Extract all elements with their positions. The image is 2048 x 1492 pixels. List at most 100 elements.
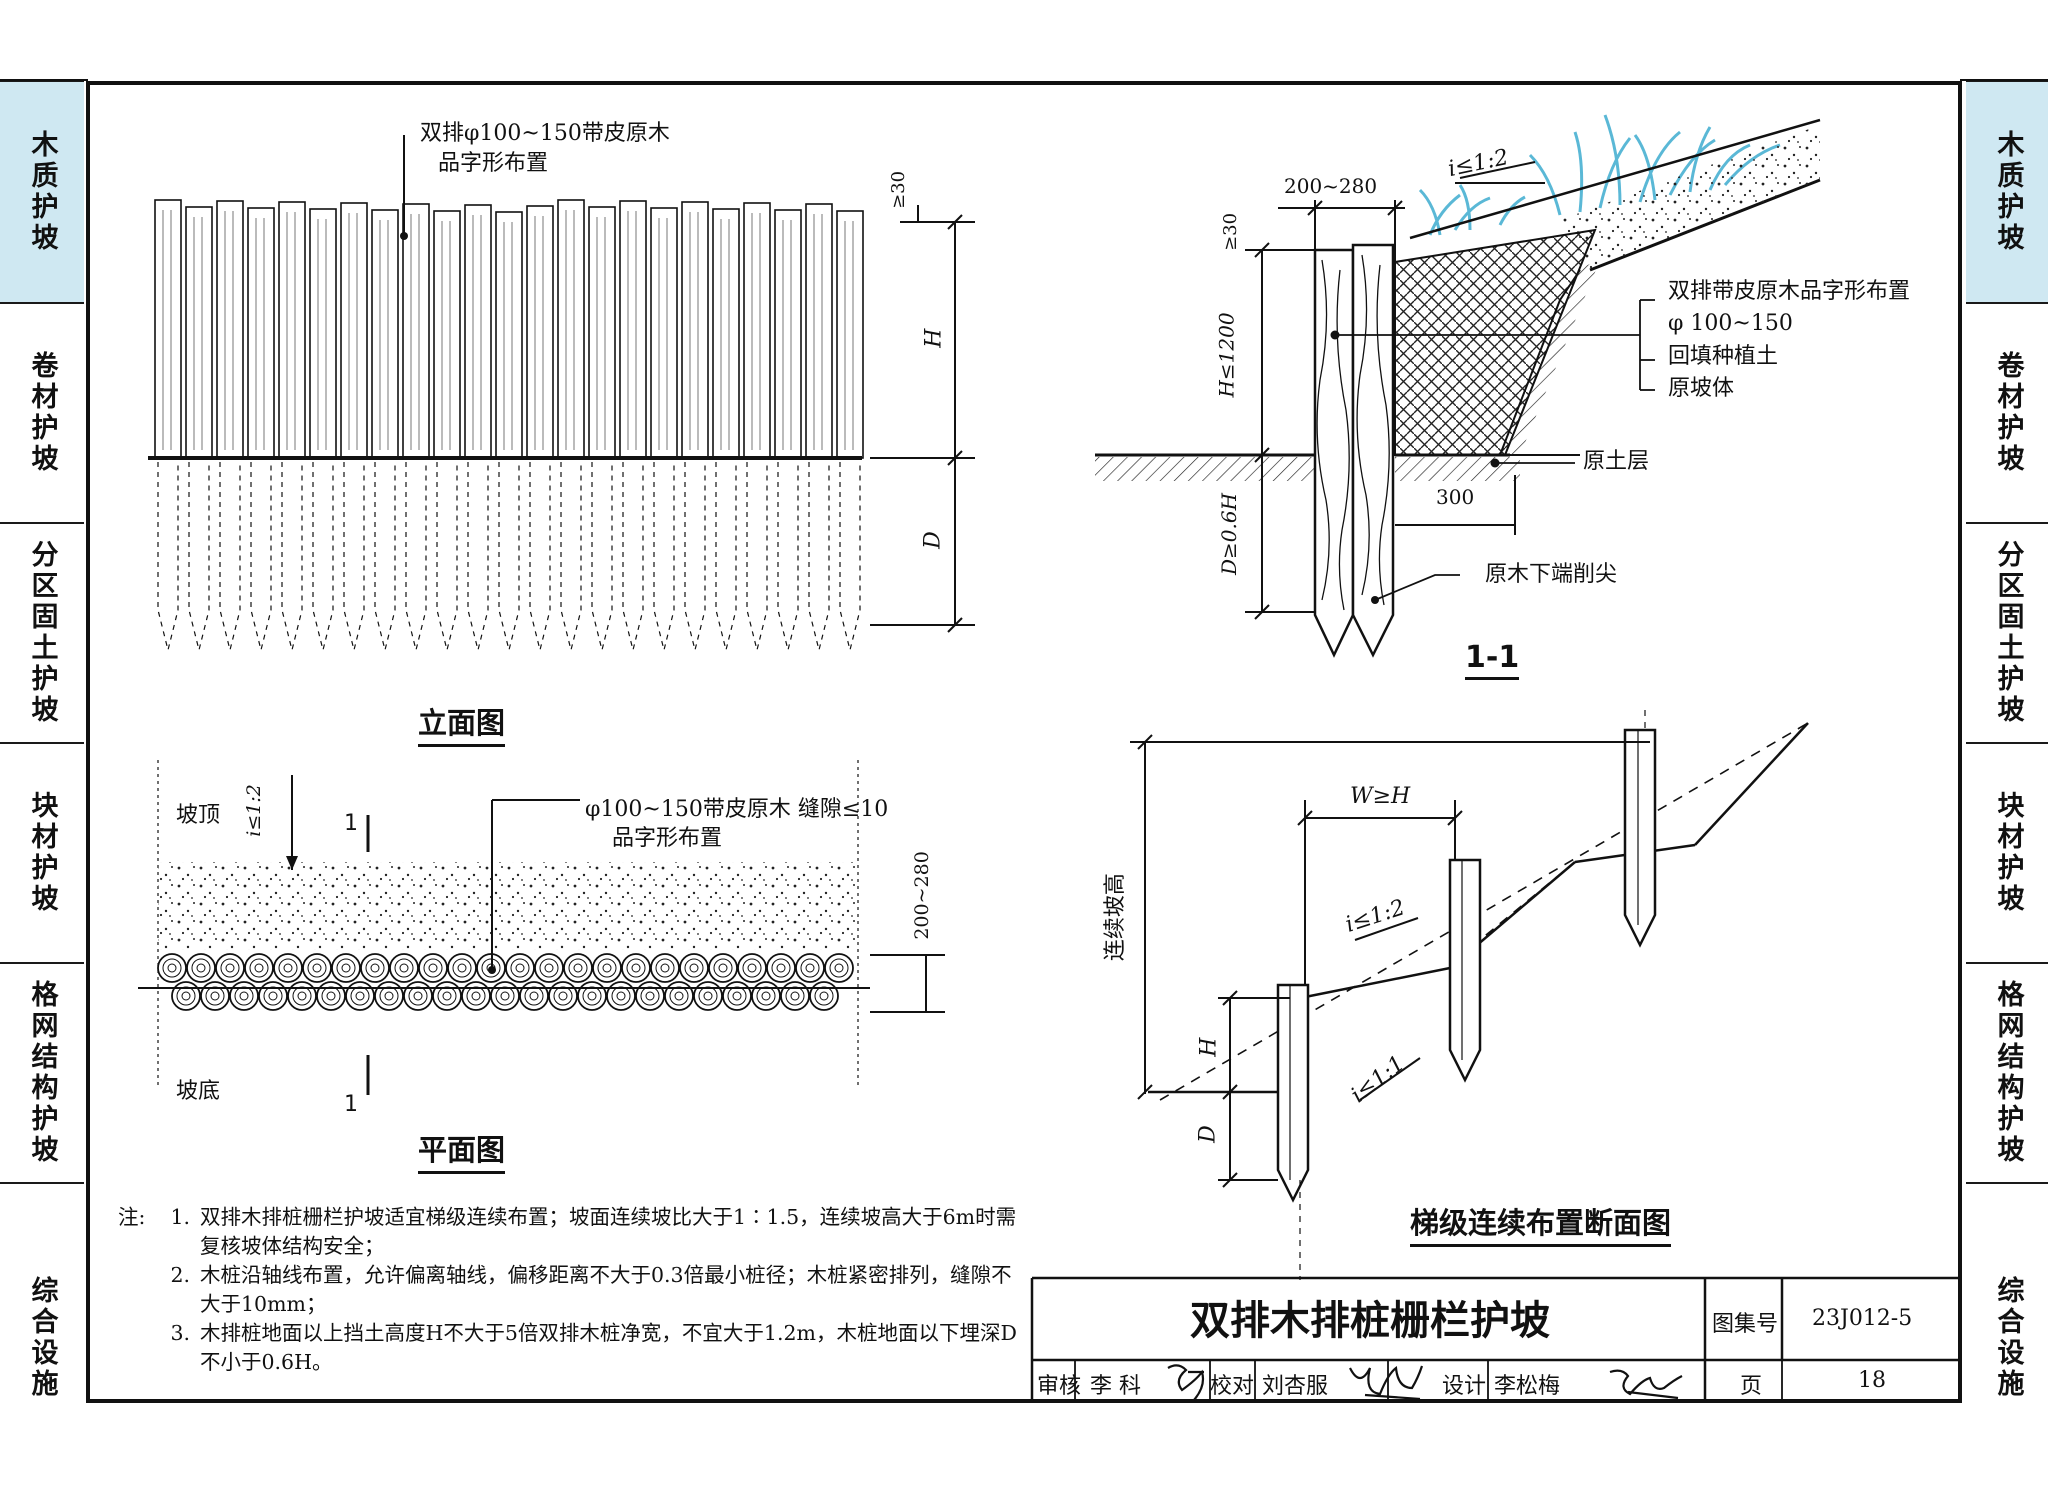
plan-soil-fill [158,862,858,950]
plan-log [548,981,578,1011]
drawing-title: 双排木排桩栅栏护坡 [1190,1298,1550,1344]
index-tab[interactable]: 分区固土护坡 [1966,522,2048,742]
index-tab[interactable]: 卷材护坡 [1966,302,2048,522]
elevation-pile [154,199,182,459]
reviewer-name: 李 科 [1090,1374,1141,1399]
elevation-pile-buried [653,462,675,651]
elevation-pile [495,211,523,459]
plan-log [563,953,593,983]
elevation-pile [681,201,709,459]
index-tab[interactable]: 综合设施 [1966,1182,2048,1492]
elevation-pile [774,209,802,459]
elevation-pile [526,205,554,459]
section-label-3: 回填种植土 [1668,344,1779,369]
plan-log [751,981,781,1011]
plan-log [679,953,709,983]
index-tab-label: 格网结构护坡 [1992,980,2024,1166]
stepped-dim-d: D [1195,1125,1221,1143]
plan-log [737,953,767,983]
note-text: 木排桩地面以上挡土高度H不大于5倍双排木桩净宽，不宜大于1.2m，木桩地面以下埋… [200,1321,1017,1374]
plan-log [461,981,491,1011]
plan-log [577,981,607,1011]
designer-name: 李松梅 [1494,1374,1561,1399]
design-label: 设计 [1442,1374,1487,1399]
index-tab[interactable]: 块材护坡 [0,742,84,962]
elevation-callout-line2: 品字形布置 [438,151,549,176]
elevation-pile [340,202,368,459]
atlas-number: 23J012-5 [1812,1306,1913,1331]
index-tab[interactable]: 分区固土护坡 [0,522,84,742]
elevation-dim-h: H [921,328,947,348]
index-tab-label: 木质护坡 [1992,130,2024,254]
drawing-frame [86,81,1962,1403]
plan-log [534,953,564,983]
plan-log [418,953,448,983]
atlas-label: 图集号 [1712,1312,1779,1337]
page-number: 18 [1858,1368,1886,1393]
index-tab[interactable]: 木质护坡 [0,80,84,302]
title-block [1030,1276,1960,1401]
plan-log [374,981,404,1011]
index-tab[interactable]: 木质护坡 [1966,80,2048,302]
elevation-pile [185,206,213,459]
section-dim-width: 200~280 [1284,174,1378,198]
plan-log [360,953,390,983]
plan-slope-ratio: i≤1:2 [242,784,265,837]
elevation-pile-buried [715,462,737,651]
elevation-pile [650,207,678,459]
index-tab[interactable]: 格网结构护坡 [1966,962,2048,1182]
plan-log [490,981,520,1011]
index-tab[interactable]: 卷材护坡 [0,302,84,522]
elevation-pile-buried [808,462,830,651]
plan-log [389,953,419,983]
elevation-pile-buried [343,462,365,651]
plan-log [592,953,622,983]
plan-logs [157,953,854,1011]
note-item: 2. 木桩沿轴线布置，允许偏离轴线，偏移距离不大于0.3倍最小桩径；木桩紧密排列… [118,1261,1018,1319]
page-label: 页 [1740,1374,1763,1399]
index-tab-label: 块材护坡 [26,791,58,915]
stepped-total-height: 连续坡高 [1102,873,1128,962]
stepped-dim-w: W≥H [1350,784,1411,809]
elevation-pile [619,200,647,459]
plan-log [795,953,825,983]
elevation-pile [371,209,399,459]
index-tab-label: 卷材护坡 [1992,351,2024,475]
stepped-title: 梯级连续布置断面图 [1410,1200,1672,1247]
section-label-2: φ 100~150 [1668,311,1793,336]
plan-log [722,981,752,1011]
plan-slope-top: 坡顶 [176,803,221,828]
index-tab[interactable]: 综合设施 [0,1182,84,1492]
plan-callout-line1: φ100~150带皮原木 缝隙≤10 [585,797,889,822]
plan-log [606,981,636,1011]
plan-log [186,953,216,983]
plan-log [780,981,810,1011]
index-tab-label: 块材护坡 [1992,791,2024,915]
elevation-pile [836,210,864,459]
note-item: 3. 木排桩地面以上挡土高度H不大于5倍双排木桩净宽，不宜大于1.2m，木桩地面… [118,1319,1018,1377]
elevation-pile [433,210,461,459]
plan-log [171,981,201,1011]
elevation-pile-buried [467,462,489,651]
plan-log [505,953,535,983]
elevation-pile [216,200,244,459]
elevation-pile [278,201,306,459]
elevation-pile [743,202,771,459]
index-tab[interactable]: 格网结构护坡 [0,962,84,1182]
plan-log [650,953,680,983]
signatures [1167,1364,1683,1401]
elevation-pile-buried [746,462,768,651]
elevation-pile-buried [219,462,241,651]
checker-name: 刘杏服 [1262,1374,1329,1399]
plan-dim-width: 200~280 [910,851,933,940]
elevation-pile-buried [560,462,582,651]
plan-log [403,981,433,1011]
index-tab[interactable]: 块材护坡 [1966,742,2048,962]
index-tab-label: 格网结构护坡 [26,980,58,1166]
elevation-pile-buried [250,462,272,651]
elevation-pile-buried [684,462,706,651]
note-number: 1. [170,1205,190,1229]
plan-log [331,953,361,983]
section-1-1-drawing [1095,114,1821,658]
